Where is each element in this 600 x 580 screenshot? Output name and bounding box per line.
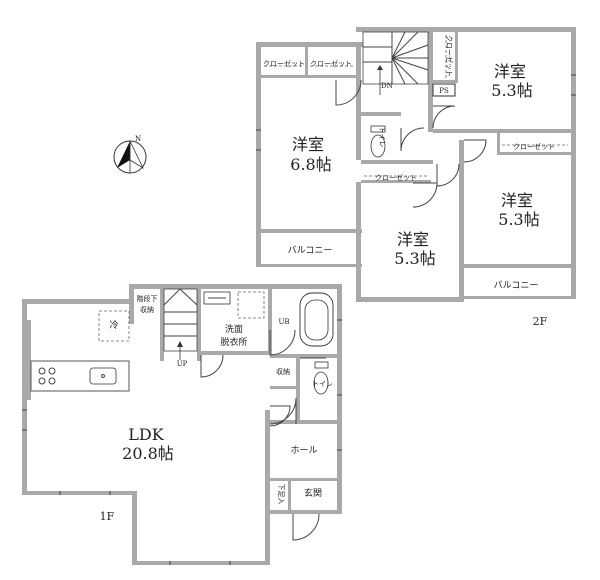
north-compass-icon: N	[113, 135, 147, 174]
room-e-size: 5.3帖	[498, 210, 539, 229]
closet-label-4: クローゼット	[513, 142, 555, 151]
first-floor-toilet-icon	[313, 361, 329, 395]
floor1-label: 1F	[100, 510, 115, 523]
floor2-label: 2F	[533, 315, 548, 328]
storage-label: 収納	[276, 367, 290, 376]
room-ne-name: 洋室	[494, 62, 526, 81]
ldk-name: LDK	[128, 425, 164, 444]
bathtub-icon	[299, 292, 334, 347]
shoe-box-label: 下足入	[277, 484, 285, 505]
ldk-size: 20.8帖	[122, 444, 174, 463]
understair-storage-label-1: 階段下	[137, 294, 158, 303]
first-floor-windows	[22, 319, 342, 565]
room-68-name: 洋室	[292, 135, 324, 154]
second-floor-door-swings	[335, 79, 487, 208]
kitchen-counter	[30, 310, 130, 392]
room-68-size: 6.8帖	[290, 155, 331, 174]
pipe-space-label: PS	[439, 87, 449, 95]
washroom-label-2: 脱衣所	[220, 336, 247, 348]
compass-north-label: N	[135, 135, 141, 143]
first-floor-door-swings	[200, 329, 326, 541]
hall-label: ホール	[290, 445, 317, 456]
refrigerator-label: 冷	[109, 319, 118, 331]
first-floor-toilet-label: トイレ	[312, 380, 333, 388]
stair-up-label: UP	[177, 360, 188, 368]
second-floor-closet-rails	[264, 35, 568, 177]
understair-storage-label-2: 収納	[140, 305, 154, 314]
second-floor-toilet-icon	[370, 125, 386, 158]
room-e-name: 洋室	[501, 191, 533, 210]
washroom-label-1: 洗面	[225, 323, 243, 335]
closet-label-3: クローゼット	[375, 173, 417, 182]
washbasin-icon	[203, 291, 265, 319]
stair-down-label: DN	[381, 82, 393, 90]
second-floor-walls	[256, 27, 576, 302]
closet-label-5: クローゼット	[445, 35, 454, 77]
second-floor-windows	[256, 74, 576, 151]
second-floor-toilet-label: トイレ	[378, 127, 386, 148]
balcony-right-label: バルコニー	[494, 280, 539, 291]
first-floor-walls	[22, 284, 342, 565]
room-ne-size: 5.3帖	[491, 81, 532, 100]
balcony-left-label: バルコニー	[288, 245, 333, 256]
closet-label-2: クローゼット	[310, 59, 352, 68]
room-s-name: 洋室	[397, 230, 429, 249]
closet-label-1: クローゼット	[263, 59, 305, 68]
bath-label: UB	[278, 318, 289, 326]
entrance-label: 玄関	[304, 487, 322, 499]
first-floor-stairs	[163, 288, 198, 360]
second-floor-stairs	[362, 31, 429, 95]
room-s-size: 5.3帖	[394, 249, 435, 268]
